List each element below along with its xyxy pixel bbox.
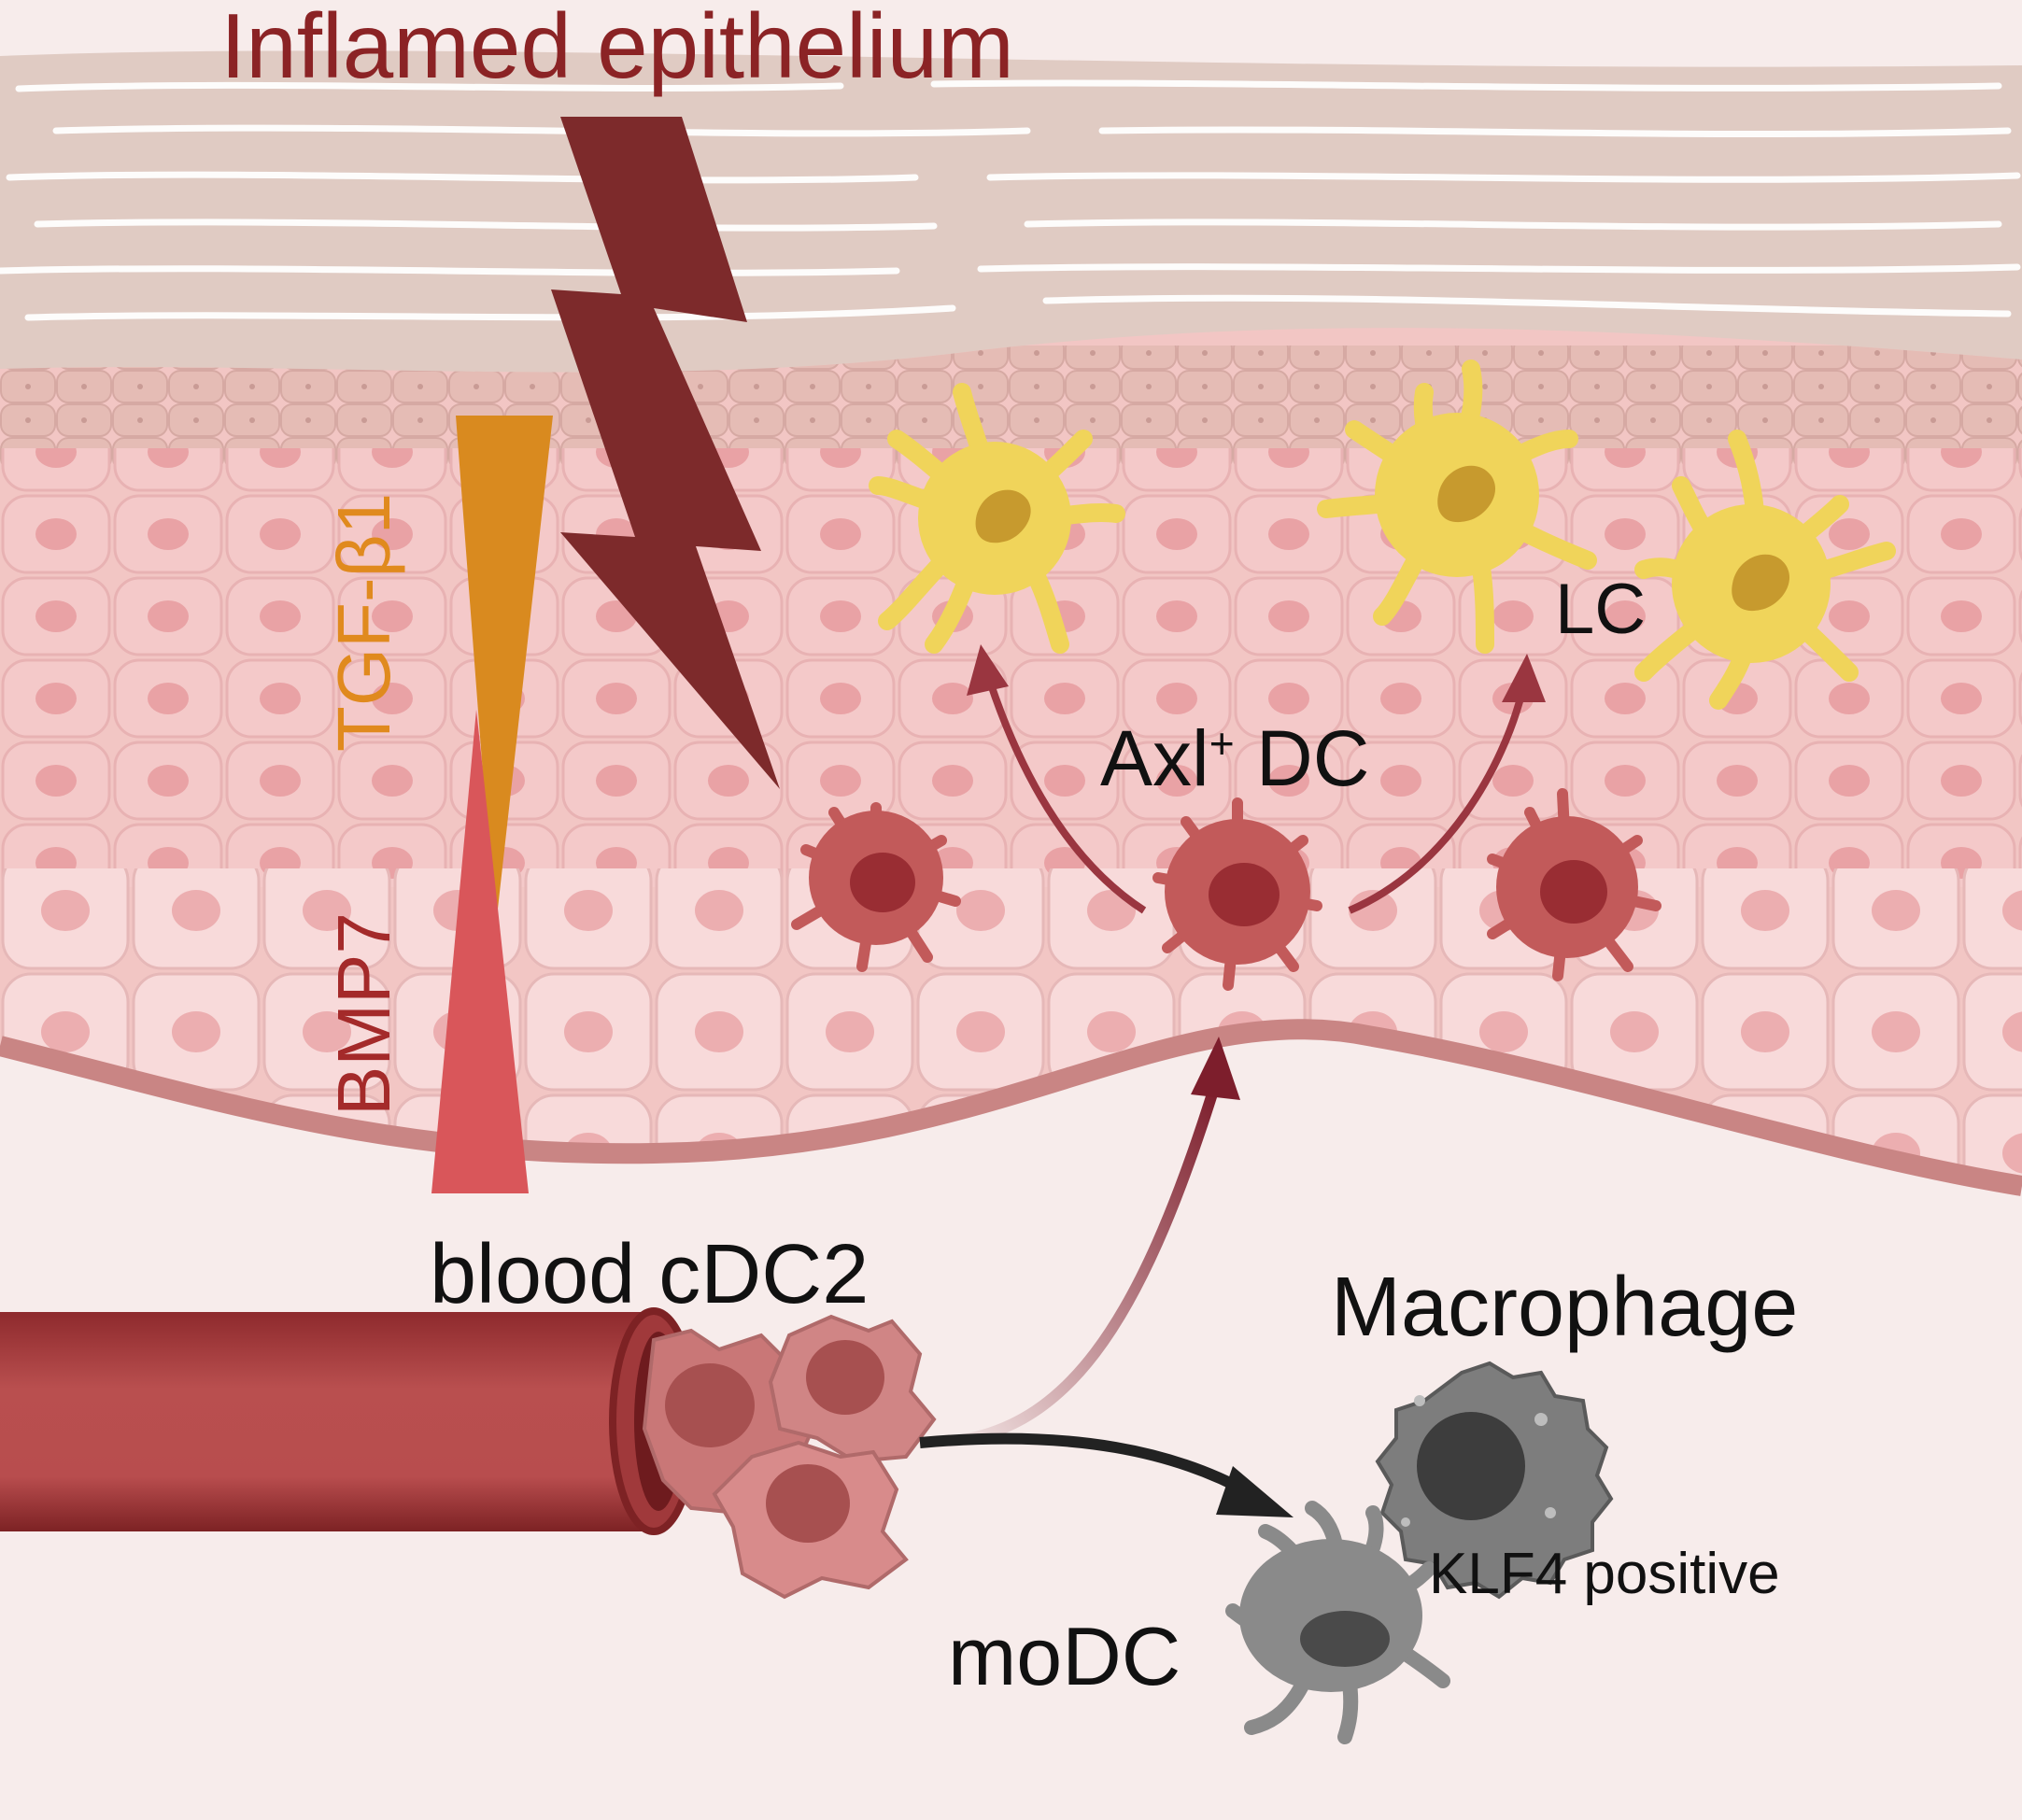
macrophage-label: Macrophage bbox=[1331, 1261, 1799, 1354]
macrophage-cell bbox=[1375, 1361, 1614, 1600]
axl-dc-label: Axl+ DC bbox=[1100, 719, 1369, 797]
migration-arrows bbox=[919, 644, 1546, 1517]
axl-dc-label-rest: DC bbox=[1234, 714, 1370, 802]
lightning-bolt-icon bbox=[551, 117, 780, 789]
modc-label: moDC bbox=[948, 1610, 1181, 1702]
diagram-title: Inflamed epithelium bbox=[220, 0, 1014, 97]
lc-label: LC bbox=[1555, 570, 1647, 649]
modc-cell bbox=[1225, 1501, 1450, 1744]
axl-dc-cells bbox=[791, 788, 1661, 991]
blood-vessel bbox=[0, 1307, 699, 1535]
bmp7-label: BMP7 bbox=[322, 912, 405, 1116]
blood-cdc2-label: blood cDC2 bbox=[430, 1228, 870, 1321]
blood-cdc2-cells bbox=[642, 1314, 937, 1600]
bmp7-gradient bbox=[431, 710, 529, 1193]
klf4-positive-label: KLF4 positive bbox=[1429, 1542, 1780, 1606]
axl-dc-label-main: Axl bbox=[1100, 714, 1209, 802]
tgf-beta1-label: TGF-β1 bbox=[322, 492, 405, 752]
axl-dc-label-sup: + bbox=[1209, 719, 1235, 768]
tgf-beta1-gradient bbox=[456, 416, 553, 934]
langerhans-cells bbox=[869, 360, 1896, 710]
